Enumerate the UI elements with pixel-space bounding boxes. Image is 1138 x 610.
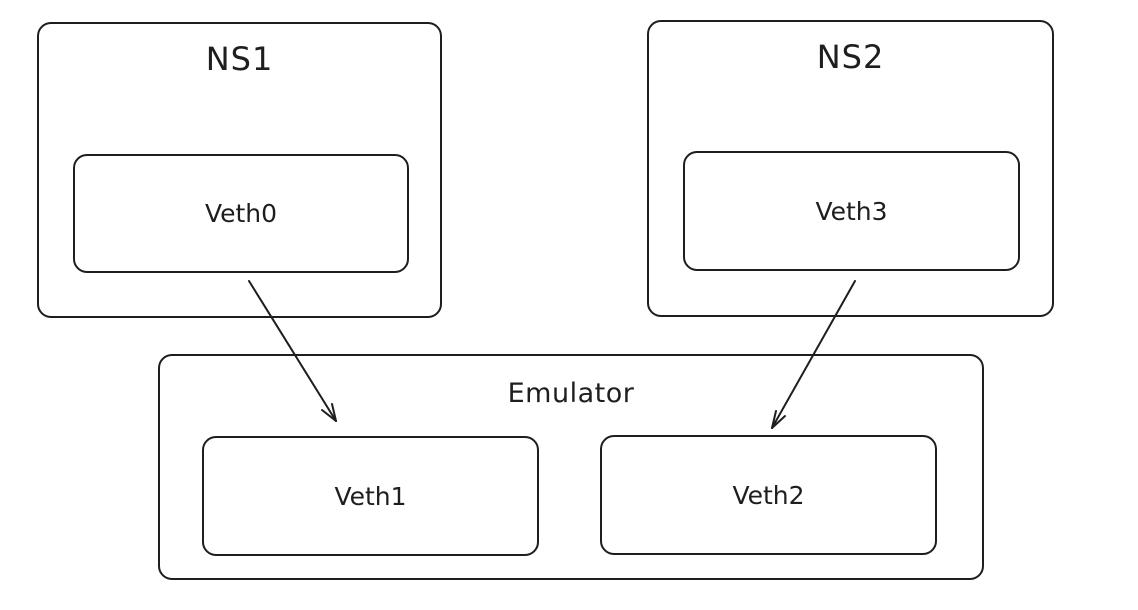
interface-veth1: Veth1	[202, 436, 539, 556]
arrow-veth3-to-veth2	[771, 280, 856, 429]
interface-veth1-label: Veth1	[334, 481, 407, 511]
interface-veth3-label: Veth3	[815, 196, 888, 226]
namespace-ns1-title: NS1	[205, 40, 274, 78]
interface-veth0: Veth0	[73, 154, 409, 273]
interface-veth0-label: Veth0	[204, 199, 278, 228]
namespace-ns2: NS2 Veth3	[647, 20, 1054, 317]
interface-veth2-label: Veth2	[732, 480, 805, 510]
interface-veth3: Veth3	[683, 151, 1020, 271]
emulator-title: Emulator	[507, 378, 635, 409]
arrow-veth0-to-veth1	[248, 280, 337, 422]
namespace-ns1: NS1 Veth0	[37, 22, 442, 318]
interface-veth2: Veth2	[600, 435, 937, 555]
namespace-ns2-title: NS2	[816, 38, 885, 76]
emulator-box: Emulator Veth1 Veth2	[158, 354, 984, 580]
